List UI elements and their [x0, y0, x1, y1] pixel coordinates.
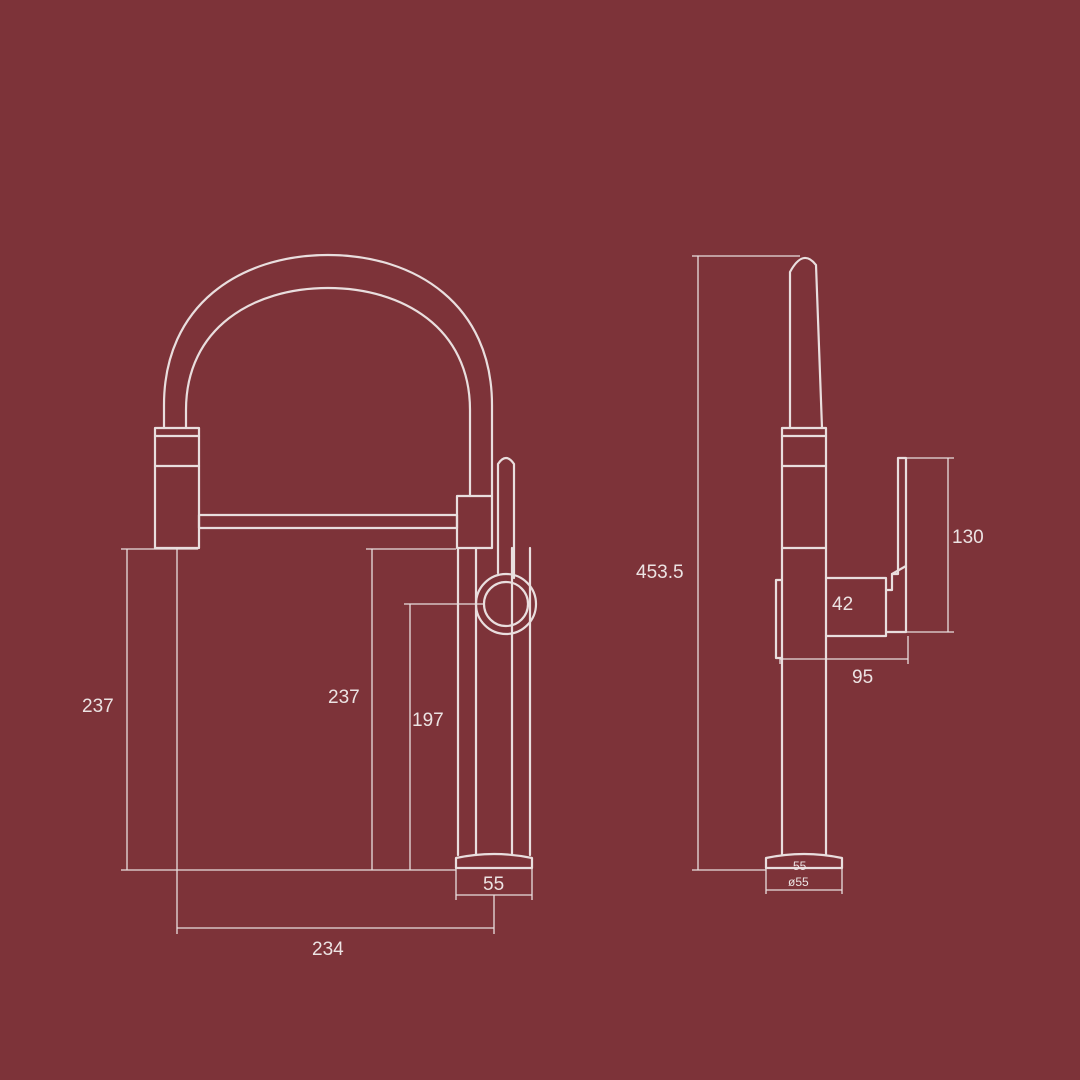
- front-joint-block: [455, 494, 494, 550]
- side-handle: [824, 456, 908, 638]
- dim-handle-height-label: 197: [412, 710, 444, 731]
- dim-handle-height: 197: [404, 603, 484, 870]
- side-base: [764, 852, 844, 870]
- side-spout: [788, 256, 824, 430]
- dim-base-width-label: 55: [483, 874, 504, 895]
- side-handle-joint: [890, 564, 908, 576]
- front-holder-block: [153, 426, 201, 550]
- front-handle-lever: [496, 456, 516, 580]
- front-cross-bar: [197, 513, 459, 530]
- dim-handle-length: 130: [906, 457, 984, 633]
- dim-reach: 234: [176, 549, 495, 960]
- dim-left-height: 237: [82, 548, 456, 871]
- dim-base-top-label: 55: [793, 859, 807, 873]
- dim-base: 55 ø55: [765, 859, 843, 894]
- dim-reach-label: 234: [312, 939, 344, 960]
- side-view: 453.5 130 42 95 55 ø55: [636, 255, 984, 894]
- dim-middle-height-label: 237: [328, 687, 360, 708]
- dim-handle-length-label: 130: [952, 527, 984, 548]
- dim-handle-block-label: 42: [832, 594, 853, 615]
- side-holder-block: [780, 426, 828, 550]
- front-view: 237 237 197 55 234: [82, 253, 538, 960]
- dim-middle-height: 237: [328, 548, 456, 870]
- front-base: [454, 852, 534, 870]
- side-body-column: [780, 546, 828, 857]
- front-handle-knob-inner: [482, 580, 530, 628]
- front-arch-hose: [162, 253, 494, 498]
- side-back-bump: [774, 578, 784, 660]
- dim-total-height: 453.5: [636, 255, 800, 871]
- dim-handle-depth: 95: [779, 636, 909, 688]
- dim-base-diameter-label: ø55: [788, 875, 809, 889]
- dim-left-height-label: 237: [82, 696, 114, 717]
- dim-handle-block: 42: [832, 594, 853, 615]
- front-body-column: [456, 546, 532, 857]
- dim-handle-depth-label: 95: [852, 667, 873, 688]
- dim-total-height-label: 453.5: [636, 562, 684, 583]
